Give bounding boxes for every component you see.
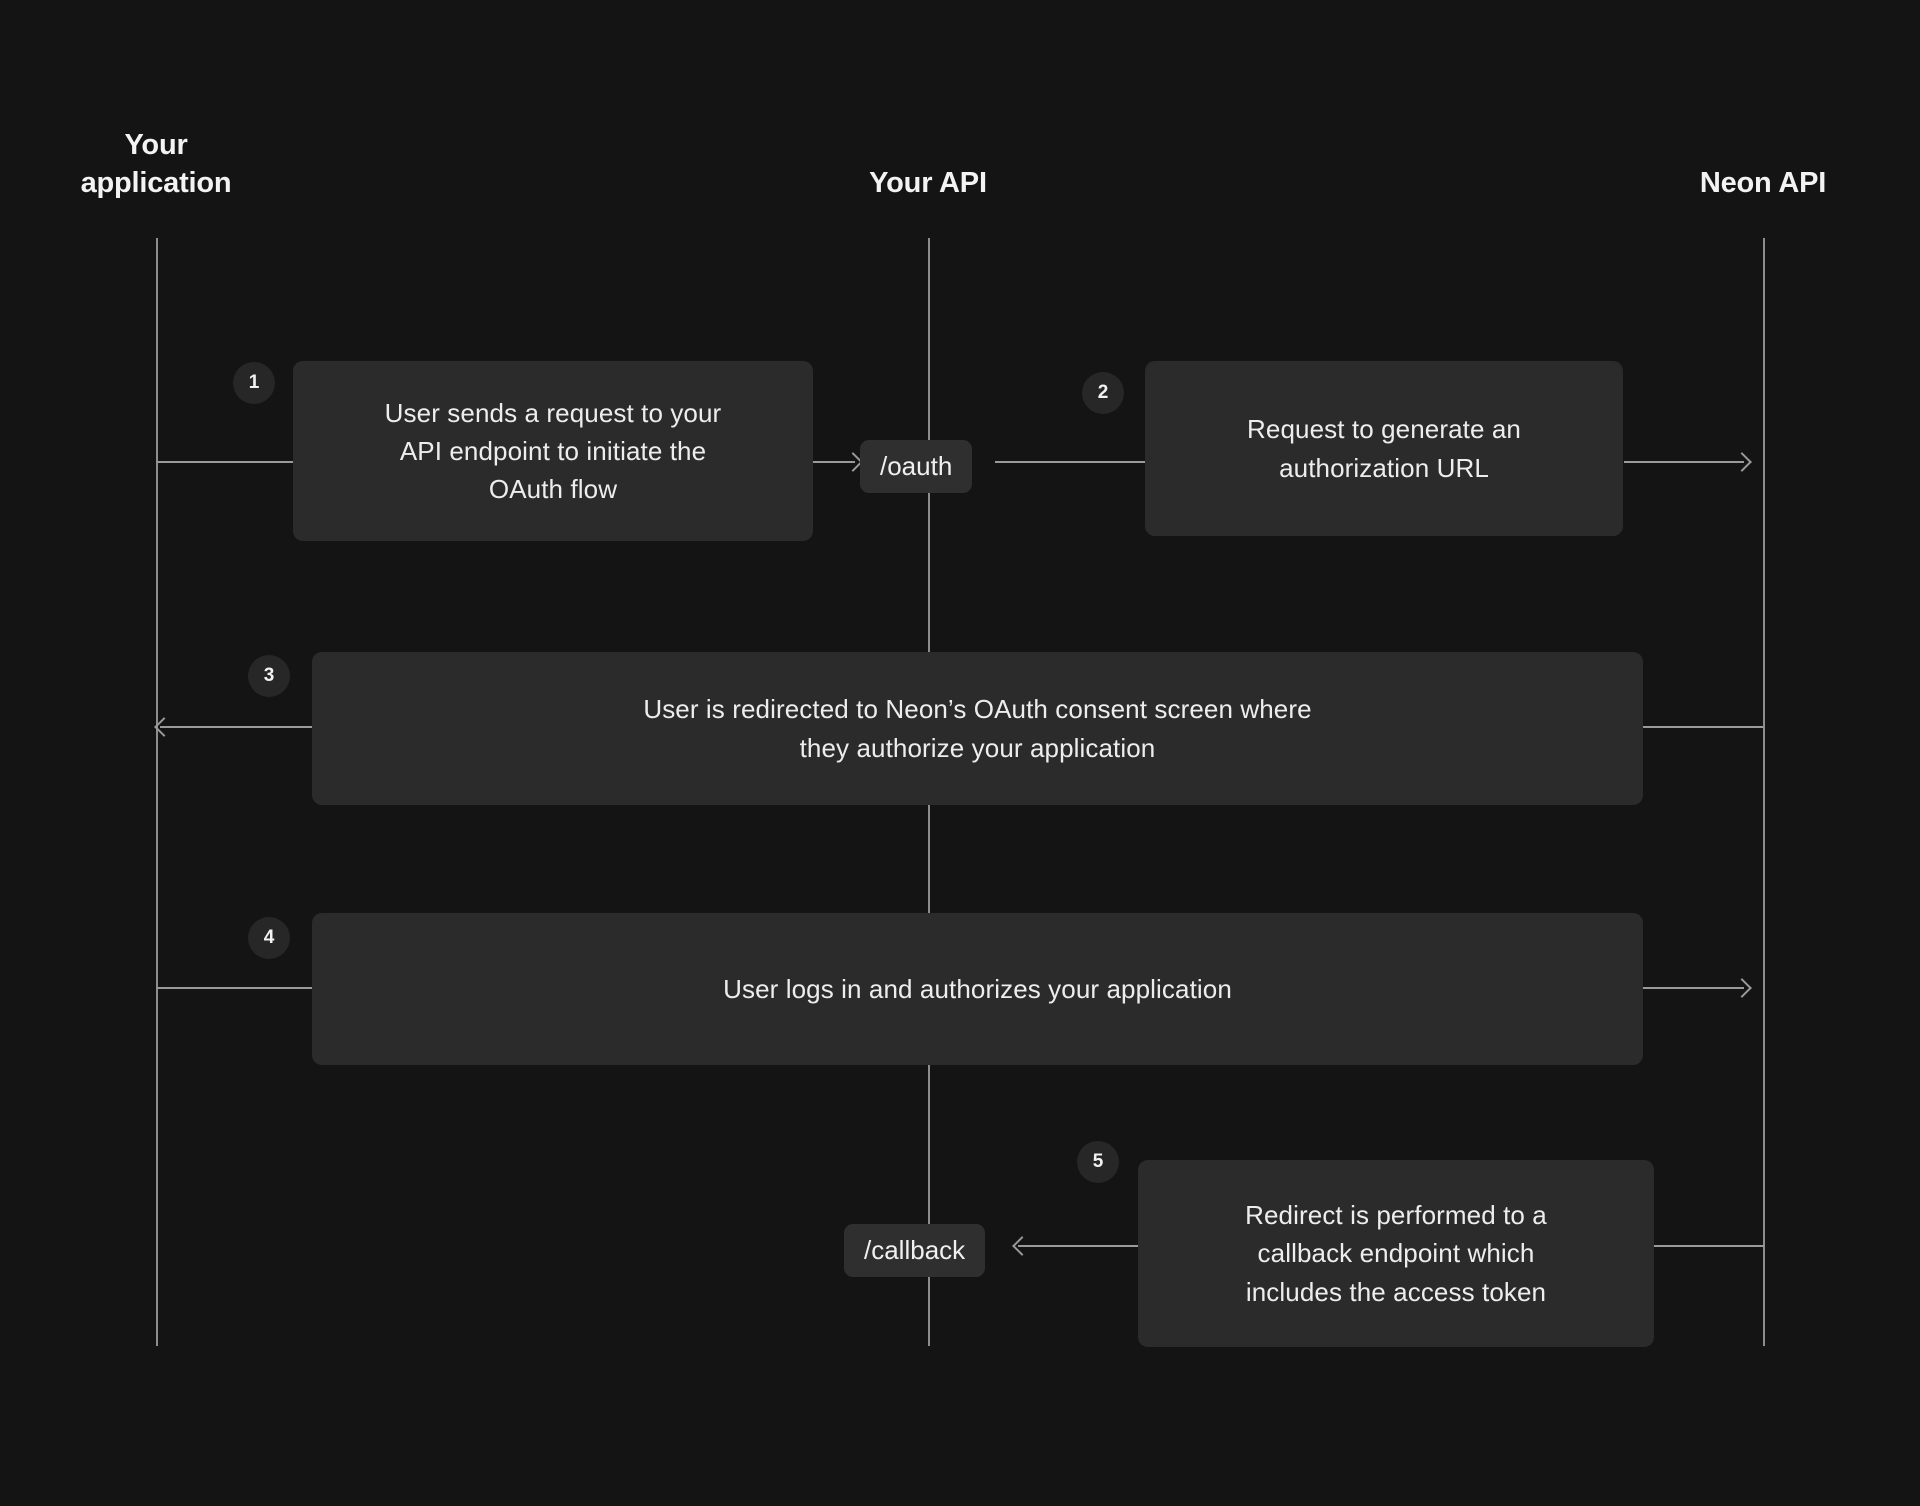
step-4-connector-left <box>157 987 312 989</box>
step-1-connector-left <box>157 461 297 463</box>
step-5-message-text: Redirect is performed to a callback endp… <box>1245 1200 1547 1307</box>
step-2-connector-left <box>995 461 1145 463</box>
endpoint-pill-callback[interactable]: /callback <box>844 1224 986 1278</box>
step-2-message-text: Request to generate an authorization URL <box>1247 414 1521 483</box>
column-header-your-application: Your application <box>80 129 232 200</box>
step-1-badge: 1 <box>233 362 275 404</box>
step-5-badge: 5 <box>1077 1141 1119 1183</box>
step-3-connector-left <box>160 726 312 728</box>
step-2-message-box: Request to generate an authorization URL <box>1145 361 1623 536</box>
endpoint-pill-oauth[interactable]: /oauth <box>860 440 973 494</box>
lifeline-your-application <box>156 238 158 1346</box>
step-2-badge: 2 <box>1082 372 1124 414</box>
step-1-message-box: User sends a request to your API endpoin… <box>293 361 813 541</box>
step-3-message-text: User is redirected to Neon’s OAuth conse… <box>643 694 1312 763</box>
step-4-message-text: User logs in and authorizes your applica… <box>723 973 1232 1004</box>
step-2-arrowhead-icon <box>1732 452 1752 472</box>
step-3-badge: 3 <box>248 655 290 697</box>
column-header-neon-api: Neon API <box>1699 167 1827 199</box>
step-3-message-box: User is redirected to Neon’s OAuth conse… <box>312 652 1643 805</box>
step-5-connector-left <box>1018 1245 1138 1247</box>
step-4-badge: 4 <box>248 917 290 959</box>
lifeline-neon-api <box>1763 238 1765 1346</box>
step-4-arrowhead-icon <box>1732 978 1752 998</box>
column-header-your-api: Your API <box>869 167 987 199</box>
step-5-connector-right <box>1654 1245 1764 1247</box>
step-5-arrowhead-icon <box>1012 1236 1032 1256</box>
step-2-connector-right <box>1624 461 1744 463</box>
step-1-message-text: User sends a request to your API endpoin… <box>384 397 722 505</box>
step-4-connector-right <box>1643 987 1744 989</box>
step-4-message-box: User logs in and authorizes your applica… <box>312 913 1643 1065</box>
step-1-connector-right <box>812 461 855 463</box>
step-3-connector-right <box>1643 726 1763 728</box>
step-5-message-box: Redirect is performed to a callback endp… <box>1138 1160 1654 1347</box>
